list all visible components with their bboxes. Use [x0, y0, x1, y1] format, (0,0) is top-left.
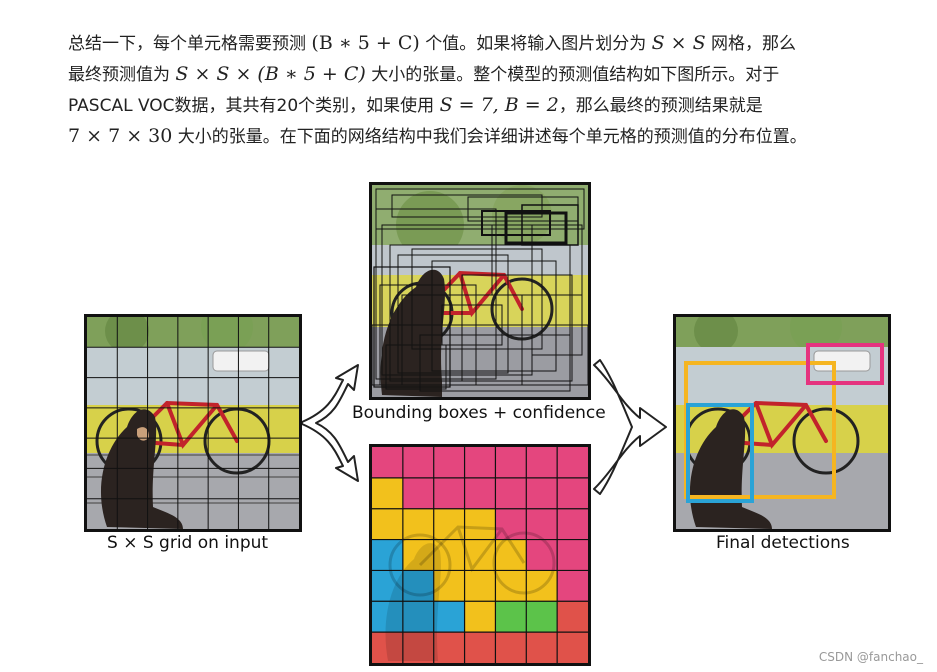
- class-probability-map: [372, 447, 588, 663]
- class-cell-red: [526, 632, 558, 663]
- class-cell-pink: [557, 570, 588, 602]
- class-cell-pink: [495, 447, 527, 479]
- merge-arrow: [593, 359, 667, 495]
- math-expression: 7 × 7 × 30: [68, 125, 173, 147]
- class-cell-pink: [464, 477, 496, 510]
- caption-final-detections: Final detections: [716, 533, 850, 553]
- paragraph-line-1: 总结一下，每个单元格需要预测 (B ∗ 5 + C) 个值。如果将输入图片划分为…: [68, 32, 797, 54]
- watermark: CSDN @fanchao_: [818, 650, 923, 664]
- class-cell-yellow: [495, 539, 527, 571]
- grid-lines: [87, 317, 299, 529]
- detection-car-box: [806, 343, 884, 385]
- class-cell-pink: [557, 477, 588, 510]
- intro-paragraph: 总结一下，每个单元格需要预测 (B ∗ 5 + C) 个值。如果将输入图片划分为…: [68, 28, 908, 152]
- scene-photo: [87, 317, 299, 529]
- class-cell-blue: [372, 539, 404, 571]
- detections-photo: [676, 317, 888, 529]
- class-cell-red: [402, 632, 435, 663]
- class-cell-red: [464, 632, 496, 663]
- paragraph-line-2: 最终预测值为 S × S × (B ∗ 5 + C) 大小的张量。整个模型的预测…: [68, 63, 780, 85]
- class-cell-yellow: [372, 508, 404, 541]
- class-cell-pink: [557, 539, 588, 571]
- paragraph-line-3: PASCAL VOC数据，其共有20个类别，如果使用 S = 7, B = 2，…: [68, 94, 763, 116]
- scene-photo: [676, 317, 888, 529]
- paragraph-line-4: 7 × 7 × 30 大小的张量。在下面的网络结构中我们会详细讲述每个单元格的预…: [68, 125, 807, 147]
- input-grid-panel: [84, 314, 302, 532]
- class-cell-pink: [433, 477, 466, 510]
- class-cell-blue: [402, 601, 435, 633]
- class-cell-pink: [372, 447, 404, 479]
- class-cell-yellow: [464, 508, 496, 541]
- class-cell-blue: [433, 601, 466, 633]
- bounding-boxes-panel: [369, 182, 591, 400]
- class-cell-yellow: [402, 539, 435, 571]
- class-cell-pink: [526, 477, 558, 510]
- class-cell-pink: [464, 447, 496, 479]
- class-cell-red: [372, 632, 404, 663]
- class-cell-pink: [526, 508, 558, 541]
- faded-dog: [385, 543, 441, 661]
- class-cell-blue: [372, 570, 404, 602]
- faded-photo: [388, 525, 556, 597]
- class-cell-yellow: [464, 539, 496, 571]
- class-cell-red: [495, 632, 527, 663]
- class-cell-red: [433, 632, 466, 663]
- candidate-boxes: [372, 188, 588, 392]
- class-cell-green: [495, 601, 527, 633]
- caption-input: S × S grid on input: [107, 533, 269, 553]
- math-expression: (B ∗ 5 + C): [311, 32, 420, 54]
- class-cell-yellow: [433, 508, 466, 541]
- input-photo-grid: [87, 317, 299, 529]
- class-cell-blue: [402, 570, 435, 602]
- class-cell-yellow: [372, 477, 404, 510]
- grid-lines: [372, 447, 588, 663]
- class-cell-pink: [402, 477, 435, 510]
- caption-bounding-boxes: Bounding boxes + confidence: [352, 403, 606, 423]
- class-cell-red: [557, 632, 588, 663]
- class-cell-pink: [495, 477, 527, 510]
- detection-dog-box: [686, 403, 754, 503]
- class-cell-pink: [557, 447, 588, 479]
- class-cell-pink: [557, 508, 588, 541]
- class-cell-yellow: [526, 570, 558, 602]
- class-probability-panel: [369, 444, 591, 666]
- class-cell-pink: [433, 447, 466, 479]
- class-cell-red: [557, 601, 588, 633]
- math-expression: S × S: [651, 32, 706, 54]
- class-cell-blue: [372, 601, 404, 633]
- class-cell-pink: [495, 508, 527, 541]
- bbox-photo: [372, 185, 588, 397]
- class-cell-yellow: [433, 570, 466, 602]
- fork-arrow: [301, 364, 359, 482]
- class-cell-yellow: [433, 539, 466, 571]
- class-cell-yellow: [464, 570, 496, 602]
- math-expression: S = 7, B = 2: [439, 94, 559, 116]
- class-cell-yellow: [402, 508, 435, 541]
- class-cell-pink: [526, 447, 558, 479]
- class-cell-yellow: [464, 601, 496, 633]
- class-cell-pink: [402, 447, 435, 479]
- class-cell-yellow: [495, 570, 527, 602]
- class-cell-green: [526, 601, 558, 633]
- class-cells: [372, 447, 588, 663]
- final-detections-panel: [673, 314, 891, 532]
- class-cell-pink: [526, 539, 558, 571]
- math-expression: S × S × (B ∗ 5 + C): [175, 63, 366, 85]
